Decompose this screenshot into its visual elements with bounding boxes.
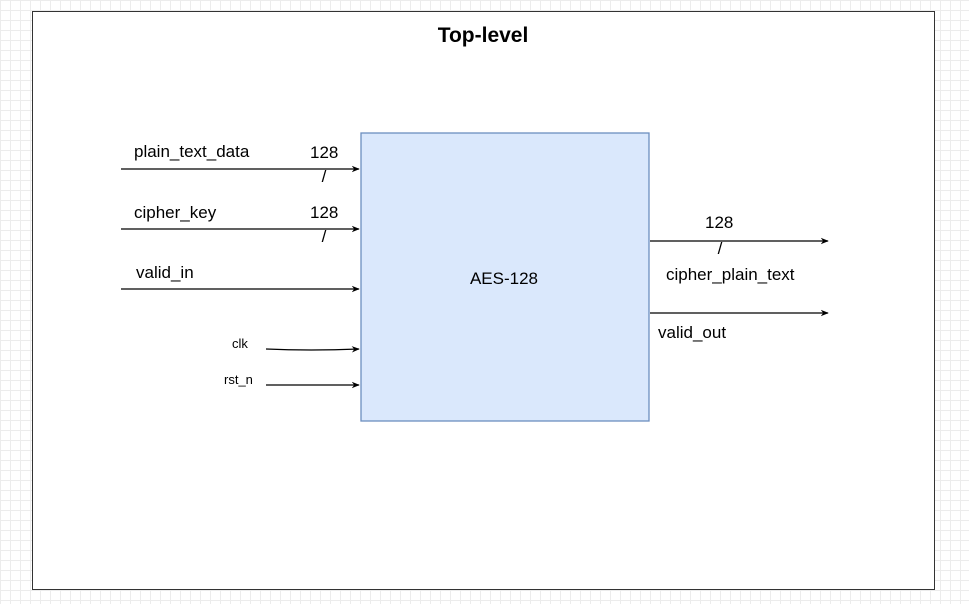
input-port-clk: clk: [232, 336, 360, 353]
aes-module-block: [360, 132, 650, 422]
cipher-key-label: cipher_key: [134, 203, 217, 222]
clk-label: clk: [232, 336, 248, 351]
input-port-plain-text-data: plain_text_data 128 /: [121, 142, 360, 186]
valid-out-label: valid_out: [658, 323, 726, 342]
output-port-valid-out: valid_out: [650, 309, 829, 342]
output-port-cipher-plain-text: 128 / cipher_plain_text: [650, 213, 829, 284]
input-port-valid-in: valid_in: [121, 263, 360, 293]
clk-arrow: [265, 346, 360, 353]
input-port-rst-n: rst_n: [224, 372, 360, 389]
cipher-key-bus-mark: /: [322, 227, 327, 246]
cipher-plain-text-width: 128: [705, 213, 733, 232]
input-port-cipher-key: cipher_key 128 /: [121, 203, 360, 246]
diagram-title: Top-level: [438, 24, 529, 47]
module-name: AES-128: [470, 269, 538, 288]
plain-text-data-width: 128: [310, 143, 338, 162]
plain-text-data-label: plain_text_data: [134, 142, 250, 161]
rst-n-label: rst_n: [224, 372, 253, 387]
valid-in-label: valid_in: [136, 263, 194, 282]
cipher-plain-text-bus-mark: /: [718, 239, 723, 258]
plain-text-data-bus-mark: /: [322, 167, 327, 186]
cipher-key-width: 128: [310, 203, 338, 222]
cipher-plain-text-label: cipher_plain_text: [666, 265, 795, 284]
